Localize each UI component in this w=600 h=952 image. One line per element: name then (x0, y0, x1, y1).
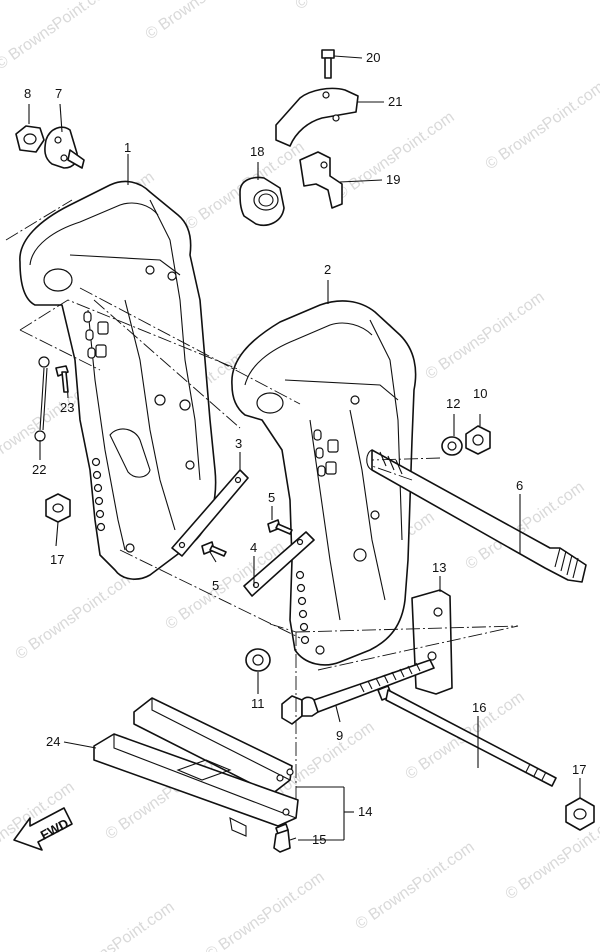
nut-8 (15, 125, 45, 153)
washer-12 (441, 436, 463, 456)
callout-18: 18 (250, 144, 264, 159)
callout-17-right: 17 (572, 762, 586, 777)
callout-14: 14 (358, 804, 372, 819)
watermark-text: © BrownsPoint.com (333, 109, 458, 204)
watermark-text: © BrownsPoint.com (203, 869, 328, 952)
plate-13 (411, 589, 453, 695)
pad-upper (133, 697, 294, 795)
plate-7 (44, 126, 85, 169)
screw-23 (55, 365, 69, 393)
nut-10 (465, 425, 491, 455)
screw-15 (273, 823, 291, 853)
cover-21 (275, 87, 359, 147)
screw-5-lower (201, 541, 227, 557)
callout-23: 23 (60, 400, 74, 415)
reference-lines (5, 199, 519, 800)
callout-10: 10 (473, 386, 487, 401)
callout-11: 11 (251, 696, 265, 711)
wire-22 (34, 356, 50, 442)
watermark-text: © BrownsPoint.com (483, 79, 600, 174)
plate-3 (171, 469, 249, 557)
callout-9: 9 (336, 728, 343, 743)
callout-22: 22 (32, 462, 46, 477)
callout-8: 8 (24, 86, 31, 101)
callout-4: 4 (250, 540, 257, 555)
bushing-18 (239, 176, 285, 226)
callout-labels: 8 7 1 20 21 18 19 2 23 22 12 10 3 6 5 4 … (24, 50, 586, 847)
clamp-bracket-port (19, 180, 217, 580)
callout-7: 7 (55, 86, 62, 101)
nut-17-left (45, 493, 71, 523)
callout-21: 21 (388, 94, 402, 109)
watermark-text: © BrownsPoint.com (53, 899, 178, 952)
bolt-16 (377, 685, 557, 787)
watermark-text: © BrownsPoint.com (293, 0, 418, 13)
watermark-text: © BrownsPoint.com (13, 569, 138, 664)
callout-5-lower: 5 (212, 578, 219, 593)
callout-16: 16 (472, 700, 486, 715)
hole-row-starboard (295, 395, 380, 655)
through-tube (366, 449, 587, 583)
bracket-19 (299, 151, 343, 209)
bolt-20 (321, 49, 335, 79)
callout-5-upper: 5 (268, 490, 275, 505)
callout-13: 13 (432, 560, 446, 575)
screw-5-upper (267, 519, 293, 535)
callout-17-left: 17 (50, 552, 64, 567)
callout-3: 3 (235, 436, 242, 451)
bolt-9 (281, 659, 435, 725)
watermark-text: © BrownsPoint.com (143, 0, 268, 43)
watermark-text: © BrownsPoint.com (423, 289, 548, 384)
callout-19: 19 (386, 172, 400, 187)
callout-2: 2 (324, 262, 331, 277)
callout-20: 20 (366, 50, 380, 65)
callout-12: 12 (446, 396, 460, 411)
callout-1: 1 (124, 140, 131, 155)
watermark-text: © BrownsPoint.com (0, 0, 118, 73)
fwd-arrow-icon: FWD (13, 807, 73, 851)
callout-6: 6 (516, 478, 523, 493)
watermark-text: © BrownsPoint.com (353, 839, 478, 934)
plate-4 (243, 531, 315, 597)
callout-15: 15 (312, 832, 326, 847)
leader-lines (28, 55, 581, 841)
pad-lower (93, 733, 299, 837)
callout-24: 24 (46, 734, 60, 749)
hole-row-port (83, 265, 195, 553)
clamp-bracket-starboard (231, 300, 417, 666)
washer-11 (245, 648, 271, 672)
nut-17-right (565, 797, 595, 831)
